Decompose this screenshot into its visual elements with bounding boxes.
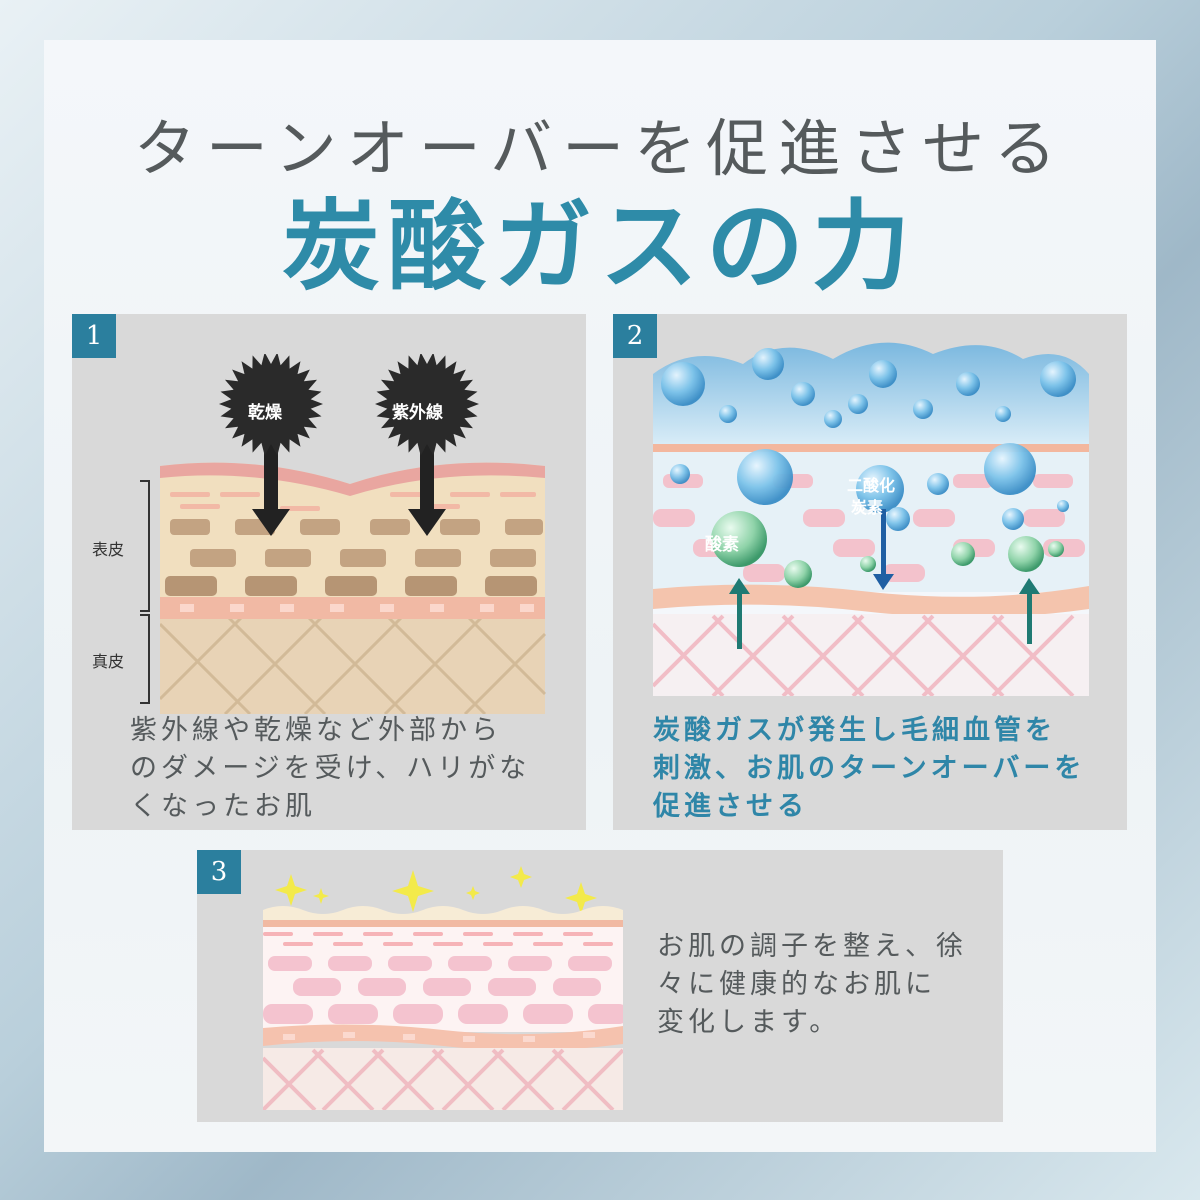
panel-number-2: 2: [613, 314, 657, 358]
title-line-1: ターンオーバーを促進させる: [133, 112, 1067, 185]
panel-3-text-line: 々に健康的なお肌に: [657, 969, 936, 1000]
panel-number-1: 1: [72, 314, 116, 358]
label-dermis: 真皮: [92, 652, 125, 671]
healthy-skin-illustration: [263, 866, 623, 1110]
panel-1: 1: [72, 314, 586, 830]
label-co2-line2: 炭素: [851, 498, 884, 517]
epidermis-bracket: [140, 480, 150, 612]
dermis-bracket: [140, 614, 150, 704]
badge-dryness: 乾燥: [248, 403, 282, 423]
panel-1-text-line: 紫外線や乾燥など外部から: [130, 715, 502, 746]
title-line-2: 炭酸ガスの力: [281, 190, 918, 304]
panel-1-text: 紫外線や乾燥など外部から のダメージを受け、ハリがな くなったお肌: [130, 712, 580, 826]
panel-3: 3: [197, 850, 1003, 1122]
carbonic-gas-illustration: [653, 342, 1089, 696]
panel-2: 2: [613, 314, 1127, 830]
panel-1-text-line: のダメージを受け、ハリがな: [130, 753, 531, 784]
panel-3-text: お肌の調子を整え、徐 々に健康的なお肌に 変化します。: [657, 928, 987, 1042]
label-oxygen: 酸素: [705, 535, 739, 555]
panel-1-text-line: くなったお肌: [130, 791, 316, 822]
panel-number-3: 3: [197, 850, 241, 894]
badge-uv: 紫外線: [392, 403, 443, 423]
panel-2-text: 炭酸ガスが発生し毛細血管を 刺激、お肌のターンオーバーを 促進させる: [653, 712, 1123, 826]
skin-damage-illustration: [160, 354, 547, 714]
panel-2-text-line: 炭酸ガスが発生し毛細血管を: [653, 715, 1056, 746]
panel-3-text-line: お肌の調子を整え、徐: [657, 931, 967, 962]
panel-2-text-line: 促進させる: [653, 791, 808, 822]
label-co2-line1: 二酸化: [847, 476, 896, 495]
panel-2-text-line: 刺激、お肌のターンオーバーを: [653, 753, 1086, 784]
label-epidermis: 表皮: [92, 540, 125, 559]
panel-3-text-line: 変化します。: [657, 1007, 841, 1038]
